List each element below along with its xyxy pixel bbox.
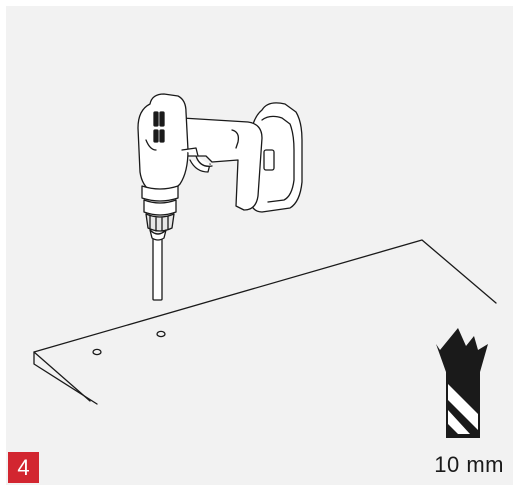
drill-bit-icon xyxy=(436,328,488,438)
drill-shaft-icon xyxy=(152,235,163,301)
cordless-drill-icon xyxy=(137,93,303,241)
drill-bit-size-label: 10 mm xyxy=(434,452,504,477)
step-number-badge: 4 xyxy=(8,452,39,483)
board-icon xyxy=(33,239,497,405)
